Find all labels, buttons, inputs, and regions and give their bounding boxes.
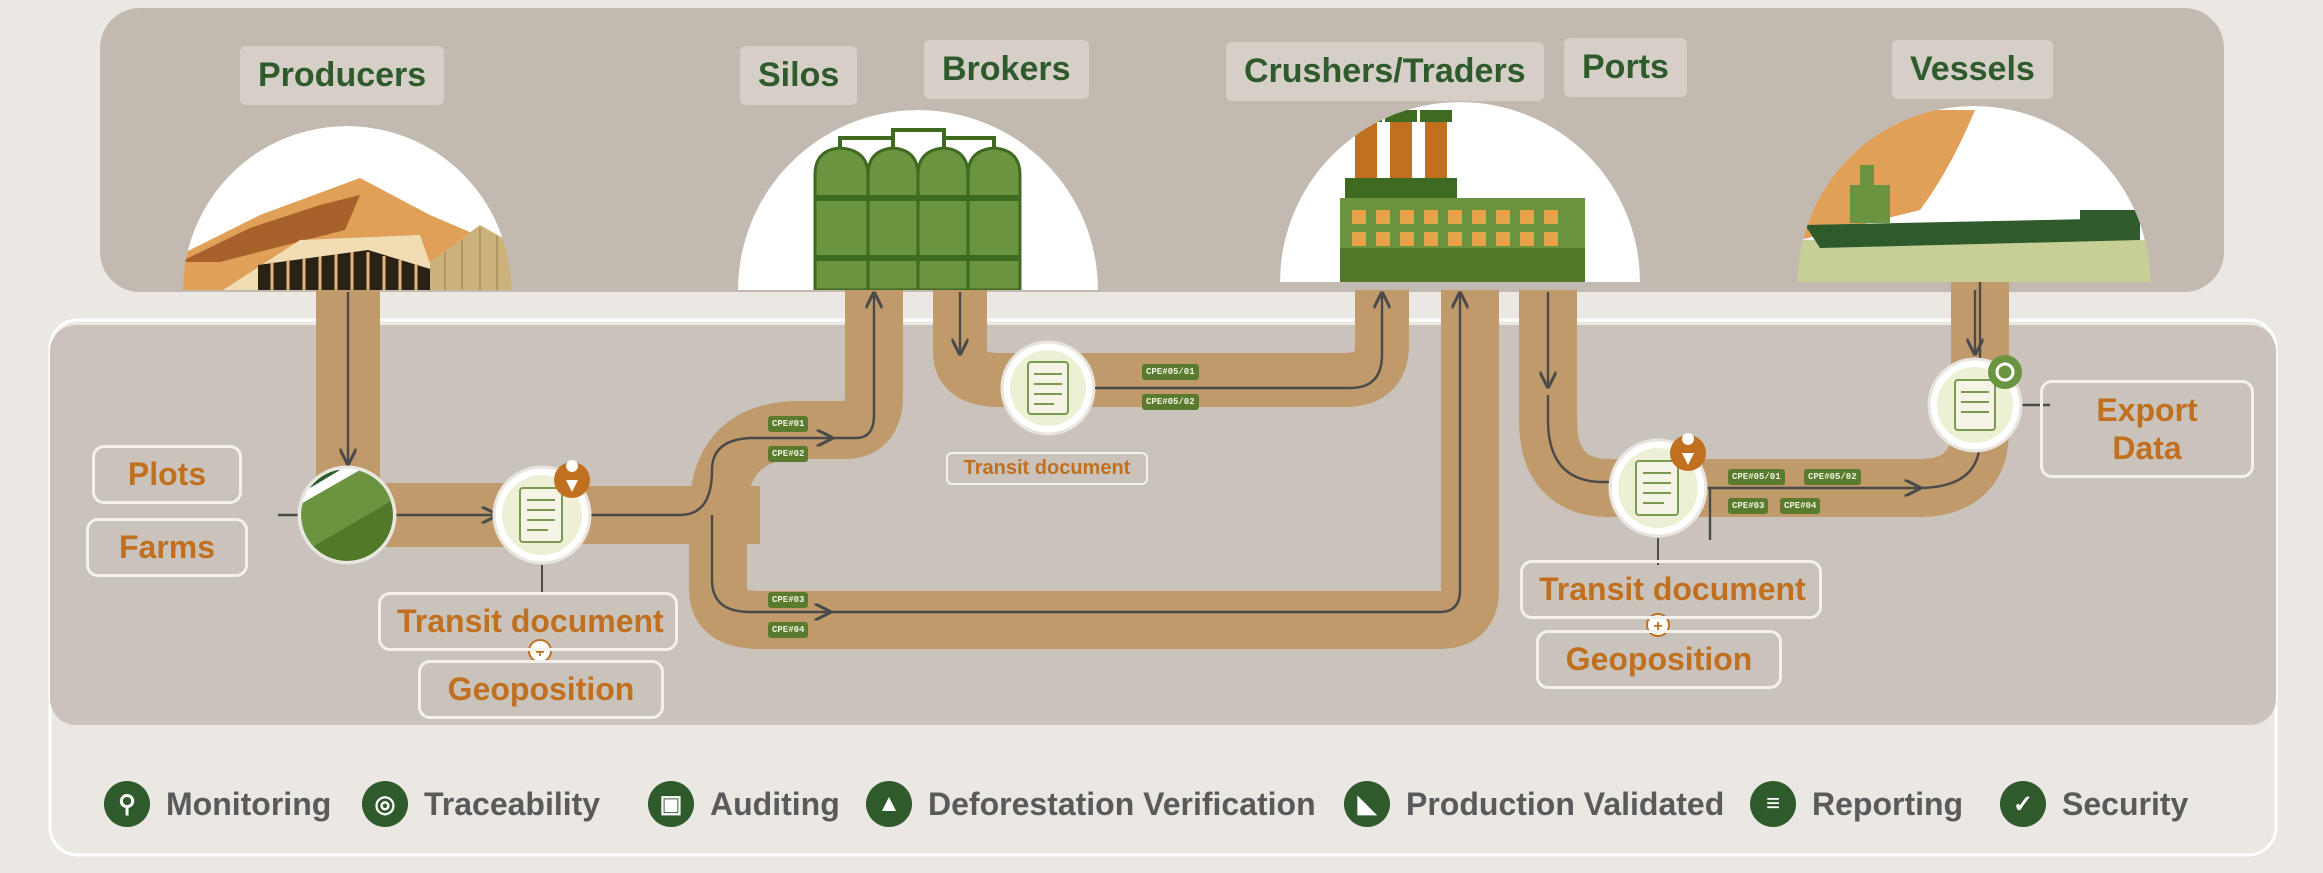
farms-box: Farms <box>86 518 248 577</box>
transit-doc-node-2 <box>1000 340 1096 436</box>
top-band <box>100 8 2224 292</box>
deforestation-icon: ▲ <box>866 781 912 827</box>
legend-label-auditing: Auditing <box>710 785 840 822</box>
geoposition-label-3: Geoposition <box>1536 630 1782 689</box>
stage-label-crushers: Crushers/Traders <box>1226 42 1544 101</box>
reporting-icon: ≡ <box>1750 781 1796 827</box>
code-tag-port-d: CPE#04 <box>1780 498 1821 514</box>
code-tag-port-a: CPE#05/01 <box>1728 469 1785 485</box>
legend-item-security: ✓ Security <box>2000 780 2188 828</box>
flow-lines <box>278 282 2050 612</box>
transit-document-label-3: Transit document <box>1520 560 1822 619</box>
production-icon: ◣ <box>1344 781 1390 827</box>
legend-item-auditing: ▣ Auditing <box>648 780 840 828</box>
stage-label-vessels: Vessels <box>1892 40 2053 99</box>
auditing-icon: ▣ <box>648 781 694 827</box>
legend-label-security: Security <box>2062 785 2189 822</box>
legend-label-deforestation: Deforestation Verification <box>928 785 1316 822</box>
stage-label-silos: Silos <box>740 46 858 105</box>
export-data-box: Export Data <box>2040 380 2254 478</box>
monitoring-icon: ⚲ <box>104 781 150 827</box>
code-tag-crusher-b: CPE#04 <box>768 622 809 638</box>
code-tag-silo-b: CPE#02 <box>768 446 809 462</box>
transit-doc-node-1 <box>492 460 592 565</box>
svg-text:+: + <box>1653 618 1662 635</box>
legend-item-reporting: ≡ Reporting <box>1750 780 1963 828</box>
plots-box: Plots <box>92 445 242 504</box>
silos-illustration <box>738 110 1098 290</box>
svg-text:+: + <box>535 644 544 661</box>
producers-illustration <box>183 126 511 291</box>
legend-item-deforestation: ▲ Deforestation Verification <box>866 780 1316 828</box>
legend-item-production: ◣ Production Validated <box>1344 780 1724 828</box>
traceability-icon: ◎ <box>362 781 408 827</box>
middle-band <box>50 325 2276 725</box>
stage-label-producers: Producers <box>240 46 445 105</box>
code-tag-broker-a: CPE#05/01 <box>1142 364 1199 380</box>
transit-doc-node-3 <box>1608 433 1708 538</box>
legend-item-monitoring: ⚲ Monitoring <box>104 780 331 828</box>
code-tag-broker-b: CPE#05/02 <box>1142 394 1199 410</box>
transit-document-label-1: Transit document <box>378 592 678 651</box>
code-tag-crusher-a: CPE#03 <box>768 592 809 608</box>
security-icon: ✓ <box>2000 781 2046 827</box>
legend-item-traceability: ◎ Traceability <box>362 780 600 828</box>
stage-label-brokers: Brokers <box>924 40 1089 99</box>
legend-label-traceability: Traceability <box>424 785 601 822</box>
code-tag-silo-a: CPE#01 <box>768 416 809 432</box>
stage-label-ports: Ports <box>1564 38 1687 97</box>
vessels-illustration <box>1798 106 2150 282</box>
plots-node <box>297 465 397 565</box>
code-tag-port-c: CPE#03 <box>1728 498 1769 514</box>
export-data-line-1: Export <box>2096 392 2198 428</box>
geoposition-label-1: Geoposition <box>418 660 664 719</box>
code-tag-port-b: CPE#05/02 <box>1804 469 1861 485</box>
transit-document-label-2: Transit document <box>946 452 1148 485</box>
export-doc-node <box>1927 355 2023 453</box>
legend-label-monitoring: Monitoring <box>166 785 332 822</box>
legend-label-production: Production Validated <box>1406 785 1725 822</box>
legend-label-reporting: Reporting <box>1812 785 1964 822</box>
export-data-line-2: Data <box>2112 430 2182 466</box>
